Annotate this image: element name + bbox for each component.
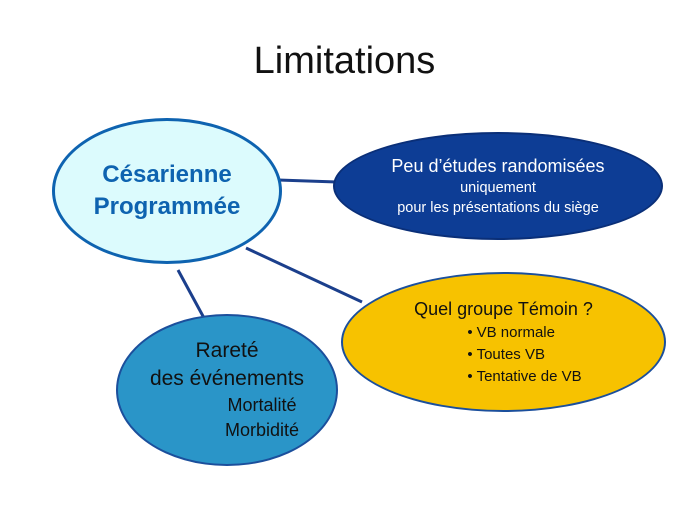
bullet-icon: • [467, 324, 473, 341]
studies-line3: pour les présentations du siège [397, 200, 599, 216]
control-group-heading: Quel groupe Témoin ? [414, 299, 593, 319]
control-group-list: •VB normale •Toutes VB •Tentative de VB [467, 322, 581, 388]
rarity-line3: Mortalité [227, 395, 297, 415]
control-item-label: Toutes VB [476, 346, 545, 363]
rarity-line1: Rareté [195, 339, 259, 362]
rarity-node: Rareté des événements Mortalité Morbidit… [116, 314, 338, 466]
studies-line2: uniquement [460, 180, 536, 196]
studies-node: Peu d’études randomisées uniquement pour… [333, 132, 663, 240]
list-item: •Toutes VB [467, 344, 581, 366]
connector-main-to-studies [277, 178, 338, 184]
rarity-line4: Morbidité [224, 420, 300, 440]
page-title: Limitations [253, 40, 436, 82]
bullet-icon: • [467, 346, 473, 363]
rarity-line2: des événements [149, 367, 305, 390]
bullet-icon: • [467, 368, 473, 385]
connector-main-to-rarity [176, 269, 206, 319]
list-item: •Tentative de VB [467, 366, 581, 388]
main-topic-node: Césarienne Programmée [52, 118, 282, 264]
main-topic-line1: Césarienne [102, 161, 232, 188]
studies-line1: Peu d’études randomisées [391, 156, 605, 176]
list-item: •VB normale [467, 322, 581, 344]
control-item-label: VB normale [476, 324, 555, 341]
control-group-node: Quel groupe Témoin ? •VB normale •Toutes… [341, 272, 666, 412]
connector-main-to-control [245, 246, 363, 304]
control-item-label: Tentative de VB [476, 368, 582, 385]
main-topic-line2: Programmée [93, 193, 241, 220]
